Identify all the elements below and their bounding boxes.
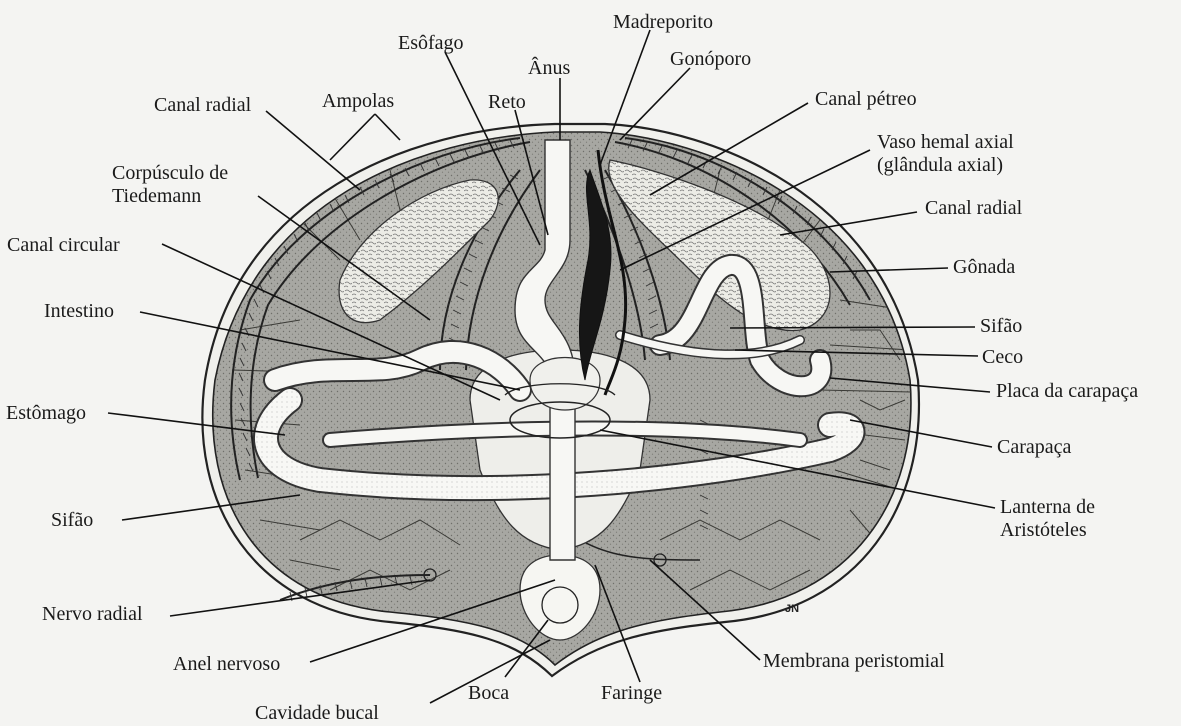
label-esofago: Esôfago — [398, 32, 464, 55]
label-canal-radial-right: Canal radial — [925, 197, 1022, 220]
label-madreporito: Madreporito — [613, 11, 713, 34]
label-intestino: Intestino — [44, 300, 114, 323]
label-estomago: Estômago — [6, 402, 86, 425]
label-vaso-hemal-line1: Vaso hemal axial — [877, 131, 1014, 154]
label-lanterna-line1: Lanterna de — [1000, 496, 1095, 519]
artist-signature: JN — [785, 603, 799, 615]
label-gonoporo: Gonóporo — [670, 48, 751, 71]
label-corpusculo-tiedemann: Corpúsculo de Tiedemann — [112, 162, 228, 208]
label-sifao-right: Sifão — [980, 315, 1022, 338]
label-canal-radial-left: Canal radial — [154, 94, 251, 117]
label-ceco: Ceco — [982, 346, 1023, 369]
label-anel-nervoso: Anel nervoso — [173, 653, 280, 676]
label-carapaca: Carapaça — [997, 436, 1071, 459]
label-anus: Ânus — [528, 57, 570, 80]
label-gonada: Gônada — [953, 256, 1015, 279]
label-nervo-radial: Nervo radial — [42, 603, 143, 626]
label-membrana-peristomial: Membrana peristomial — [763, 650, 945, 673]
label-boca: Boca — [468, 682, 509, 705]
label-lanterna-line2: Aristóteles — [1000, 519, 1095, 542]
label-placa-da-carapaca: Placa da carapaça — [996, 380, 1138, 403]
label-vaso-hemal-line2: (glândula axial) — [877, 154, 1014, 177]
label-canal-circular: Canal circular — [7, 234, 120, 257]
label-reto: Reto — [488, 91, 526, 114]
label-sifao-left: Sifão — [51, 509, 93, 532]
label-lanterna-de-aristoteles: Lanterna de Aristóteles — [1000, 496, 1095, 542]
label-ampolas: Ampolas — [322, 90, 394, 113]
label-canal-petreo: Canal pétreo — [815, 88, 917, 111]
label-corpusculo-line1: Corpúsculo de — [112, 162, 228, 185]
label-cavidade-bucal: Cavidade bucal — [255, 702, 379, 725]
label-faringe: Faringe — [601, 682, 662, 705]
label-vaso-hemal-axial: Vaso hemal axial (glândula axial) — [877, 131, 1014, 177]
label-corpusculo-line2: Tiedemann — [112, 185, 228, 208]
